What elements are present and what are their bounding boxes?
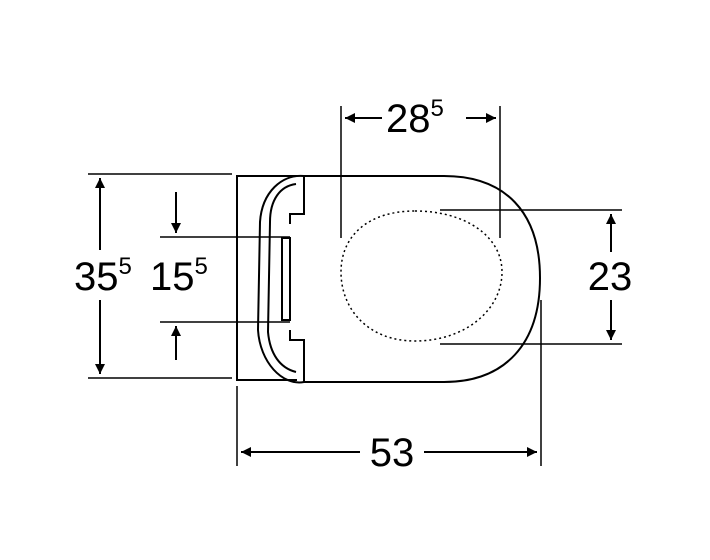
- seat-back-inner: [266, 183, 297, 373]
- hinge-top: [289, 176, 305, 224]
- hinge-bar: [281, 237, 291, 321]
- depth-label: 53: [370, 431, 415, 475]
- wall-plate: [236, 175, 297, 381]
- toilet-outline: [236, 174, 542, 384]
- extension-lines: [88, 106, 622, 466]
- bowl-length-label: 285: [386, 95, 444, 141]
- seat-back: [256, 174, 305, 384]
- hinge-bottom: [289, 330, 305, 382]
- dimension-bowl-width: 23: [588, 214, 633, 340]
- dimension-hinge-spacing: 155: [150, 192, 208, 360]
- bowl-rim: [304, 175, 542, 383]
- dimension-bowl-length: 285: [345, 95, 496, 141]
- bowl-width-label: 23: [588, 255, 633, 299]
- bowl-opening-dashed: [340, 210, 503, 342]
- hinge-spacing-label: 155: [150, 253, 208, 299]
- width-label: 355: [74, 253, 132, 299]
- dimension-width: 355: [74, 178, 132, 374]
- dimension-depth: 53: [241, 431, 537, 475]
